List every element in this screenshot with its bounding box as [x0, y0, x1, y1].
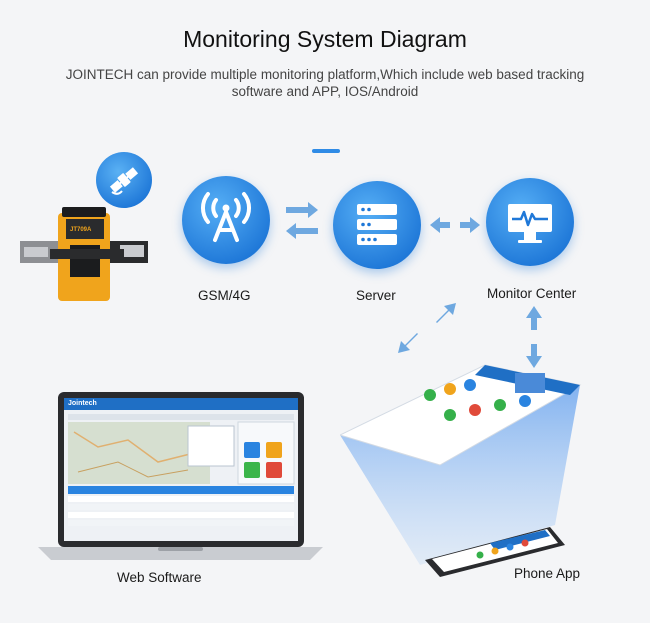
- phone-app-label: Phone App: [514, 566, 581, 581]
- web-software-laptop: Jointech: [38, 392, 323, 567]
- phone-app-projection: [338, 355, 590, 600]
- arrow-vertical-down: [526, 344, 542, 368]
- monitor-node: [486, 178, 574, 266]
- monitor-label: Monitor Center: [487, 286, 577, 301]
- arrow-server-monitor-right: [460, 217, 480, 233]
- arrow-server-monitor-left: [430, 217, 450, 233]
- monitor-icon: [508, 204, 552, 243]
- arrow-vertical-up: [526, 306, 542, 330]
- server-icon: [357, 204, 397, 245]
- accent-divider: [312, 149, 340, 153]
- server-label: Server: [356, 288, 396, 303]
- gsm-label: GSM/4G: [198, 288, 251, 303]
- diagram-title: Monitoring System Diagram: [183, 26, 467, 52]
- arrow-gsm-to-server: [286, 202, 318, 218]
- arrow-diagonal-up: [436, 303, 456, 323]
- server-node: [333, 181, 421, 269]
- device-brand: JT709A: [70, 227, 92, 233]
- web-software-label: Web Software: [117, 570, 202, 585]
- gps-tracker-device: JT709A: [20, 205, 150, 310]
- diagram-subtitle: JOINTECH can provide multiple monitoring…: [65, 67, 585, 99]
- arrow-diagonal-down: [398, 333, 418, 353]
- satellite-badge: [96, 152, 152, 208]
- satellite-icon: [109, 167, 139, 195]
- laptop-brand: Jointech: [68, 400, 97, 407]
- gsm-node: [182, 176, 270, 264]
- signal-tower-icon: [200, 192, 252, 242]
- arrow-server-to-gsm: [286, 223, 318, 239]
